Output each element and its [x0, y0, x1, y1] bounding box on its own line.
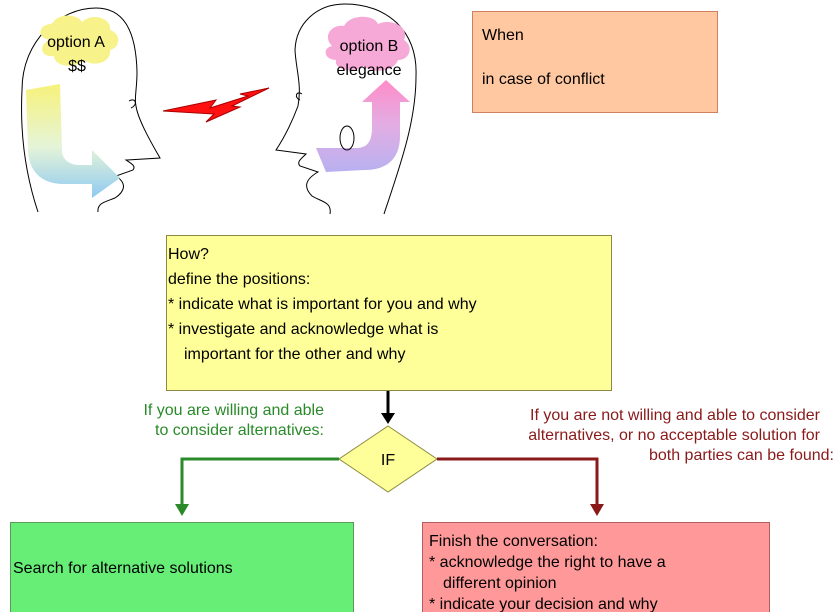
branch-no-line-1: If you are not willing and able to consi… — [530, 407, 820, 424]
option-a-value: $$ — [68, 58, 86, 75]
lightning-bolt-icon — [162, 87, 270, 123]
ear-left — [128, 99, 136, 109]
how-line-3: * indicate what is important for you and… — [168, 296, 477, 313]
head-left-outline — [21, 7, 161, 213]
arrowhead-no — [590, 504, 604, 516]
head-left — [21, 7, 161, 213]
how-line-2: define the positions: — [168, 271, 311, 288]
arrow-a — [26, 84, 120, 198]
head-right-outline — [275, 3, 417, 215]
head-right — [275, 3, 417, 215]
decision-diamond — [338, 425, 438, 493]
finish-conversation-box: Finish the conversation: * acknowledge t… — [422, 522, 770, 612]
branch-yes-line-1: If you are willing and able — [143, 402, 324, 419]
search-box-text: Search for alternative solutions — [13, 560, 233, 577]
when-text: in case of conflict — [482, 71, 605, 89]
cloud-a — [40, 15, 119, 66]
eye-right — [339, 125, 355, 151]
when-title: When — [482, 27, 524, 44]
option-b-label: option B — [340, 38, 399, 55]
how-line-4: * investigate and acknowledge what is — [168, 321, 439, 338]
branch-yes-line-2: to consider alternatives: — [155, 422, 324, 439]
how-line-5: important for the other and why — [184, 346, 406, 363]
finish-line-2: * acknowledge the right to have a — [429, 554, 666, 571]
option-b-value: elegance — [337, 62, 402, 79]
branch-no-line-3: both parties can be found: — [648, 447, 834, 464]
finish-line-3: different opinion — [443, 575, 557, 592]
search-alternatives-box: Search for alternative solutions — [10, 522, 354, 612]
option-a-label: option A — [47, 34, 105, 51]
arrow-b — [316, 80, 410, 172]
branch-no-line-2: alternatives, or no acceptable solution … — [528, 427, 820, 444]
arrowhead-how-to-if — [381, 413, 395, 424]
finish-line-4: * indicate your decision and why — [429, 596, 658, 612]
when-box: When in case of conflict — [472, 11, 718, 113]
connector-yes — [180, 457, 339, 508]
how-box: How? define the positions: * indicate wh… — [166, 235, 612, 391]
branch-yes-label: If you are willing and able to consider … — [60, 401, 324, 441]
ear-right — [295, 92, 303, 101]
decision-label: IF — [381, 452, 395, 469]
finish-line-1: Finish the conversation: — [429, 533, 598, 550]
cloud-b — [325, 16, 410, 71]
connector-no — [437, 457, 599, 508]
arrowhead-yes — [175, 504, 189, 516]
how-line-1: How? — [168, 246, 209, 263]
branch-no-label: If you are not willing and able to consi… — [440, 406, 834, 466]
